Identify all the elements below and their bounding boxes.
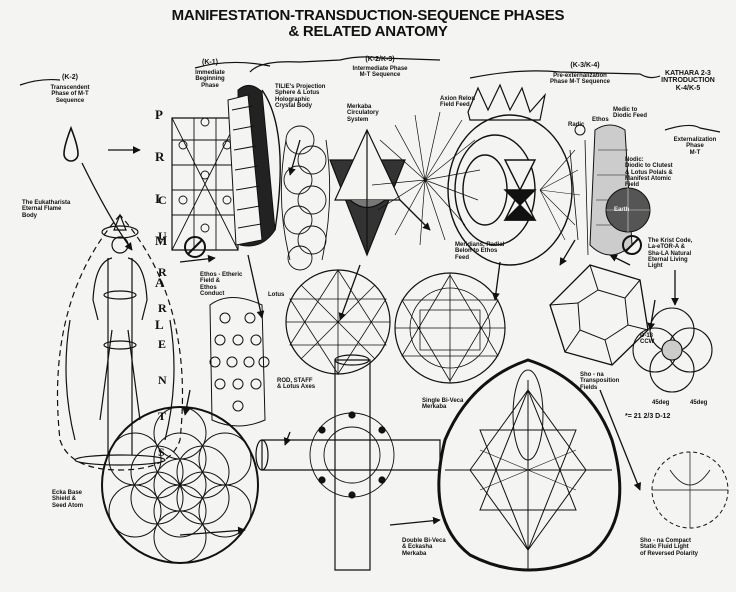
oval-lens-field <box>447 114 581 266</box>
sho-na-compact-label: Sho - na Compact Static Fluid Light of R… <box>640 538 699 557</box>
radic-label: Radic <box>568 122 585 128</box>
currents-letter: R <box>158 265 167 279</box>
currents-vertical-text: C U R R E N T S <box>158 170 170 482</box>
primal-vertical-text: P R I M A L <box>155 80 168 360</box>
k2k3-code: (K-2/K-3) <box>365 56 395 63</box>
k2-description: Transcendent Phase of M-T Sequence <box>50 85 90 104</box>
k1-description: Immediate Beginning Phase <box>195 70 225 89</box>
currents-letter: R <box>158 301 167 315</box>
phase-brackets <box>19 56 721 133</box>
single-biveca-sphere <box>394 272 506 384</box>
merkaba-triangles <box>329 128 406 257</box>
currents-letter: N <box>158 373 167 387</box>
spiky-crown <box>467 83 547 121</box>
axion-label: Axion Relon Field Feed <box>440 96 476 109</box>
primal-letter: P <box>155 107 163 122</box>
crystal-tower <box>227 85 281 247</box>
merkaba-label: Merkaba Circulatory System <box>347 104 379 123</box>
meridians-label: Meridians, Radial Belon to Ethos Feed <box>455 242 505 261</box>
k2k3-description: Intermediate Phase M-T Sequence <box>352 66 408 79</box>
kathara-introduction: KATHARA 2-3 INTRODUCTION K-4/K-5 <box>661 70 715 92</box>
teardrop-symbol <box>63 125 79 162</box>
earth-globe <box>605 187 651 233</box>
rod-staff-label: ROD, STAFF & Lotus Axes <box>277 378 316 391</box>
double-biveca-teardrop <box>437 358 622 572</box>
dodecahedron <box>549 264 649 366</box>
primal-letter: L <box>155 317 164 332</box>
currents-letter: S <box>158 445 165 459</box>
medic-label: Medic to Diodic Feed <box>613 107 648 120</box>
diagram-title-line2: & RELATED ANATOMY <box>288 23 448 40</box>
single-biveca-label: Single Bi-Veca Merkaba <box>422 398 464 411</box>
tilie-label: TILIE's Projection Sphere & Lotus Hologr… <box>275 84 326 109</box>
sho-na-compact-sphere <box>651 451 729 529</box>
double-biveca-label: Double Bi-Veca & Eckasha Merkaba <box>402 538 446 557</box>
lotus-label: Lotus <box>268 292 285 298</box>
k3k4-code: (K-3/K-4) <box>570 62 600 69</box>
externalization-phase: Externalization Phase M-T <box>673 137 717 156</box>
ecka-base-seed-circle <box>101 406 259 564</box>
tilie-sphere-chain <box>280 125 331 271</box>
nodic-label: Nodic: Diodic to Clutest & Lotus Polals … <box>625 157 673 189</box>
currents-letter: E <box>158 337 167 351</box>
primal-letter: I <box>155 191 161 206</box>
primal-letter: R <box>155 149 165 164</box>
primal-letter: A <box>155 275 165 290</box>
k2-code: (K-2) <box>62 74 78 81</box>
ethos-etheric-label: Ethos - Etheric Field & Ethos Conduct <box>200 272 243 297</box>
currents-letter: U <box>158 229 167 243</box>
formula-label: *= 21 2/3 D-12 <box>625 413 671 420</box>
k1-code: (K-1) <box>202 59 218 66</box>
eukatharista-label: The Eukatharista Eternal Flame Body <box>22 200 71 219</box>
prohibition-symbol <box>622 235 642 255</box>
flow-arrows <box>81 139 679 536</box>
k3k4-description: Pre-externalization Phase M-T Sequence <box>549 73 611 86</box>
lotus-sphere <box>285 269 391 375</box>
degree-label-right: 45deg <box>690 400 708 406</box>
krist-code-circles <box>632 307 713 393</box>
d13-label: D-13 CCW <box>640 333 655 346</box>
axion-ray-burst <box>371 111 481 246</box>
diagram-title-line1: MANIFESTATION-TRANSDUCTION-SEQUENCE PHAS… <box>171 7 565 24</box>
currents-letter: T <box>158 409 167 423</box>
ethos-etheric-lattice <box>209 297 270 427</box>
primal-letter: M <box>155 233 168 248</box>
k1-grid-body <box>171 117 239 258</box>
degree-label-left: 45deg <box>652 400 670 406</box>
earth-label: Earth <box>614 207 630 213</box>
ethos-top-label: Ethos <box>592 117 609 123</box>
currents-letter: C <box>158 193 167 207</box>
eckabase-label: Ecka Base Shield & Seed Atom <box>52 490 84 509</box>
eukatharista-body-figure <box>56 213 184 471</box>
krist-code-label: The Krist Code, La-eTOR-A & Sha-LA Natur… <box>648 238 693 270</box>
sho-na-transposition-label: Sho - na Transposition Fields <box>580 372 620 391</box>
